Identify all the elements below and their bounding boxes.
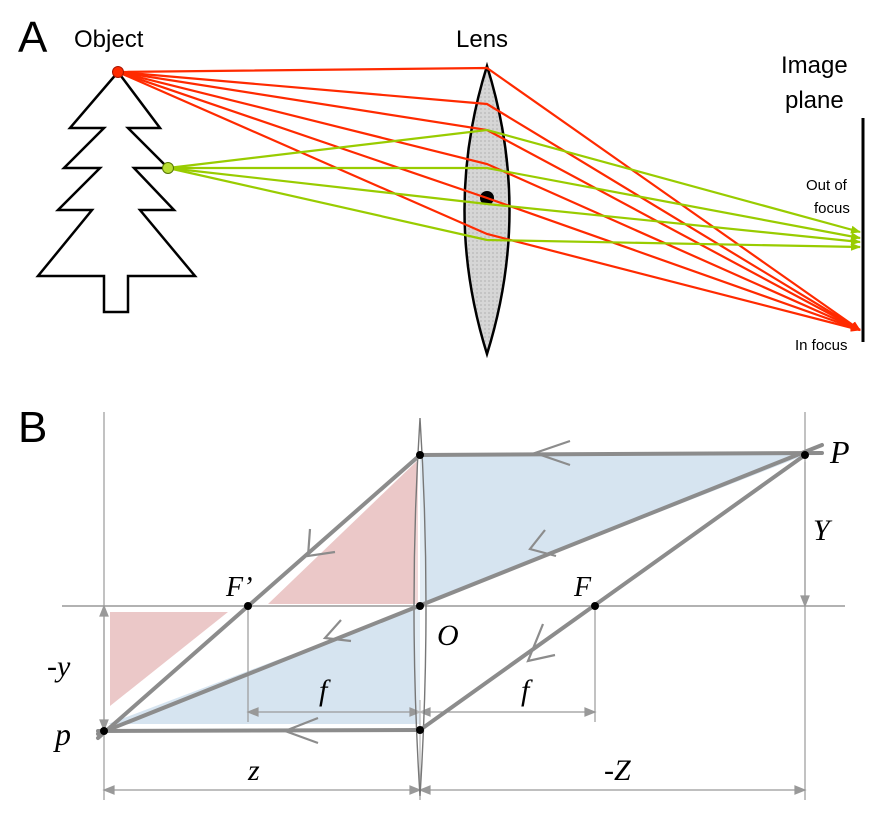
out-of-focus-label-line2: focus xyxy=(814,200,850,217)
point-F xyxy=(591,602,599,610)
object-top-point xyxy=(112,66,124,78)
ray-parallel-bottom xyxy=(96,728,422,733)
green-ray-4 xyxy=(167,166,861,251)
label-z: z xyxy=(247,754,260,787)
label-O: O xyxy=(437,619,459,652)
label-P: P xyxy=(829,434,850,470)
red-ray-2 xyxy=(117,70,861,331)
lens-shape xyxy=(463,61,511,359)
in-focus-label: In focus xyxy=(795,337,848,354)
red-ray-1 xyxy=(117,66,861,331)
point-P xyxy=(801,451,809,459)
red-triangle-lower xyxy=(110,612,228,706)
ray-arrows xyxy=(281,439,571,745)
red-triangle-upper xyxy=(268,460,418,604)
label-f-right: f xyxy=(521,674,533,707)
point-lens-top xyxy=(416,451,424,459)
panel-a-label: A xyxy=(18,13,48,62)
green-ray-3 xyxy=(167,166,861,246)
out-of-focus-label-line1: Out of xyxy=(806,177,848,194)
point-p xyxy=(100,727,108,735)
red-ray-5 xyxy=(117,70,861,332)
object-side-point xyxy=(162,162,174,174)
rays xyxy=(96,443,824,740)
lens-label: Lens xyxy=(456,26,508,53)
label-p: p xyxy=(53,716,71,752)
dimension-lines xyxy=(99,462,810,795)
point-O xyxy=(416,602,424,610)
label-neg-Z: -Z xyxy=(604,754,631,787)
image-plane-label-line2: plane xyxy=(785,87,844,114)
out-of-focus-rays xyxy=(167,128,861,251)
label-F: F xyxy=(573,572,592,603)
ray-through-f xyxy=(418,453,807,732)
red-ray-6 xyxy=(117,70,861,332)
ray-through-fprime xyxy=(96,453,422,740)
object-label: Object xyxy=(74,26,144,53)
ray-central xyxy=(96,443,824,736)
red-ray-4 xyxy=(117,70,861,332)
panel-b: B xyxy=(18,403,850,800)
green-ray-1 xyxy=(167,128,861,234)
image-plane-label-line1: Image xyxy=(781,52,848,79)
tree-object xyxy=(35,70,198,314)
label-neg-y: -y xyxy=(47,650,71,683)
point-lens-bottom xyxy=(416,726,424,734)
panel-a: A Object Lens Image plane xyxy=(18,13,865,359)
label-F-prime: F’ xyxy=(225,572,252,603)
label-Y: Y xyxy=(813,514,833,547)
key-points xyxy=(100,451,809,735)
ray-parallel-top xyxy=(418,451,824,457)
panel-b-label: B xyxy=(18,403,47,452)
point-F-prime xyxy=(244,602,252,610)
green-ray-2 xyxy=(168,166,861,241)
